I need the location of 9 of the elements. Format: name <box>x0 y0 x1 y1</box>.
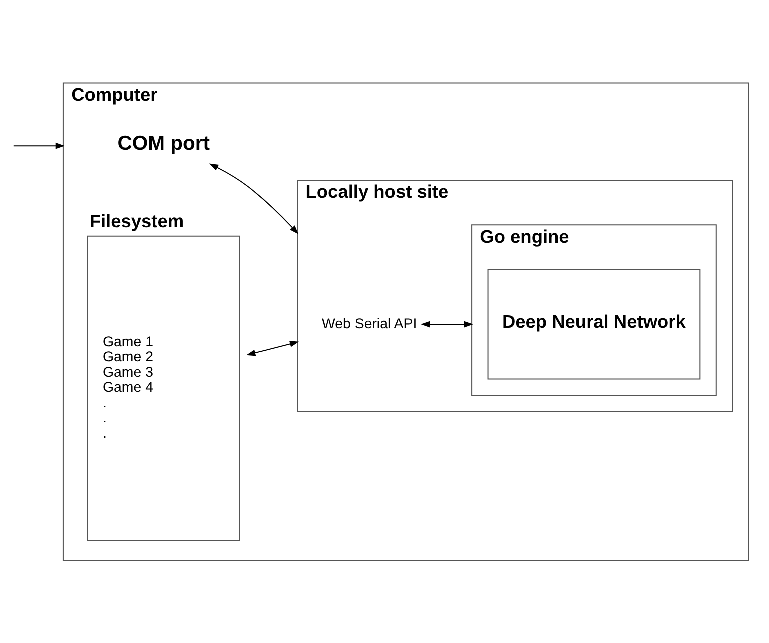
node-box: Deep Neural Network <box>487 268 700 380</box>
arrow <box>420 320 474 328</box>
arrow <box>246 340 299 356</box>
node-text: Web Serial API <box>322 316 417 332</box>
node-box: Game 1 Game 2 Game 3 Game 4 . . . <box>86 235 240 540</box>
arrow <box>13 142 64 149</box>
node-text: COM port <box>117 132 210 155</box>
node-label: Filesystem <box>89 210 184 232</box>
arrow <box>208 163 298 234</box>
